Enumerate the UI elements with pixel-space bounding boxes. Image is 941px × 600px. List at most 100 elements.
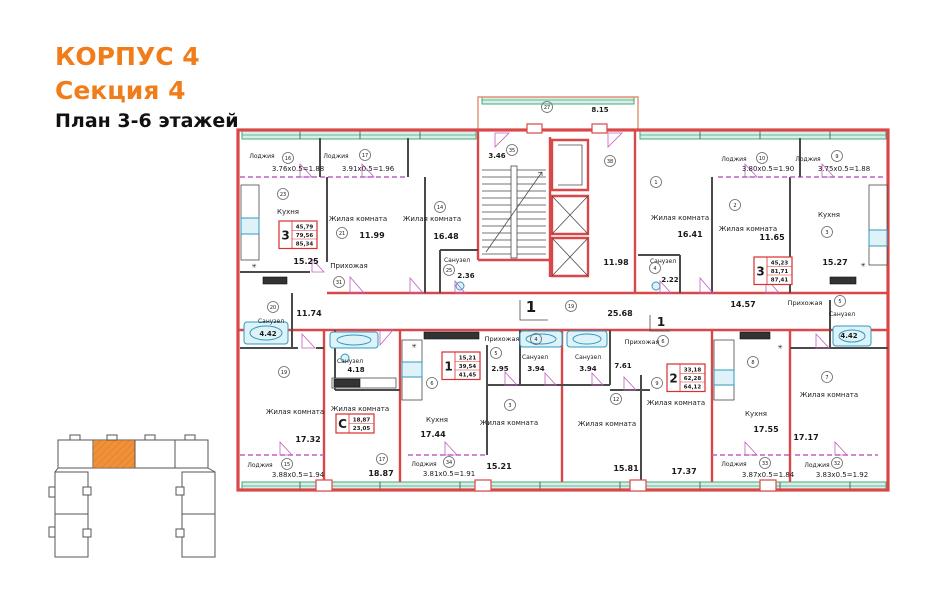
svg-text:9: 9 [835, 154, 838, 160]
plan-label: Кухня [745, 410, 767, 418]
svg-text:19: 19 [568, 304, 574, 310]
room-callout: 33 [759, 457, 771, 469]
title-block: КОРПУС 4 Секция 4 План 3-6 этажей [55, 40, 239, 135]
room-callout: 3 [821, 226, 833, 238]
room-callout: 17 [359, 149, 371, 161]
walls [236, 128, 890, 492]
plan-label: 3.94 [527, 365, 544, 373]
plan-label: Прихожая [788, 299, 823, 307]
room-callout: 27 [541, 101, 553, 113]
svg-text:10: 10 [759, 156, 765, 162]
plan-label: Лоджия [323, 153, 349, 160]
plan-label: ✳ [860, 262, 865, 269]
plan-label: Лоджия [795, 156, 821, 163]
plan-label: Кухня [818, 211, 840, 219]
plan-label: 17.55 [753, 425, 779, 434]
room-callout: 1 [650, 176, 662, 188]
svg-text:4: 4 [653, 266, 656, 272]
plan-label: 17.37 [671, 467, 696, 476]
svg-text:17: 17 [379, 457, 385, 463]
svg-text:14: 14 [437, 205, 443, 211]
room-callout: 23 [277, 188, 289, 200]
svg-text:6: 6 [430, 381, 433, 387]
apartment-rooms-count: 3 [756, 264, 764, 278]
fixtures [240, 184, 888, 401]
room-callout: 34 [443, 456, 455, 468]
plan-label: Лоджия [721, 461, 747, 468]
svg-text:8: 8 [751, 360, 754, 366]
plan-label: 3.81х0.5=1.91 [423, 470, 475, 478]
plan-label: Санузел [650, 258, 676, 265]
svg-text:1: 1 [654, 180, 657, 186]
plan-label: 3.46 [488, 152, 505, 160]
plan-label: 15.21 [486, 462, 512, 471]
apartment-rooms-count: С [338, 417, 347, 431]
apartment-rooms-count: 2 [669, 371, 677, 385]
room-callout: 38 [604, 155, 616, 167]
room-callout: 7 [821, 371, 833, 383]
svg-text:6: 6 [661, 339, 664, 345]
keyplan-highlight-section [93, 440, 135, 468]
apartment-area-value: 15,21 [459, 356, 477, 362]
svg-text:7: 7 [825, 375, 828, 381]
room-callout: 16 [282, 152, 294, 164]
plan-label: 18.87 [368, 469, 393, 478]
plan-label: Лоджия [721, 156, 747, 163]
apartment-area-value: 85,34 [296, 242, 314, 248]
plan-label: Санузел [337, 358, 363, 365]
plan-label: 15.25 [293, 257, 319, 266]
svg-text:9: 9 [655, 381, 658, 387]
plan-label: 3.87х0.5=1.84 [742, 471, 795, 479]
plan-label: Прихожая [625, 338, 660, 346]
apartment-area-value: 18,87 [353, 418, 371, 424]
apartment-area-value: 39,54 [459, 364, 477, 370]
svg-text:3: 3 [508, 403, 511, 409]
plan-label: 2.36 [457, 272, 474, 280]
plan-label: Лоджия [249, 153, 275, 160]
door-symbols [279, 132, 848, 456]
plan-label: Санузел [522, 354, 548, 361]
room-callout: 9 [651, 377, 663, 389]
plan-label: 11.98 [603, 258, 629, 267]
apartment-area-value: 81,71 [771, 269, 789, 275]
plan-label: Жилая комната [719, 225, 777, 233]
plan-label: 2.95 [491, 365, 508, 373]
room-callout: 9 [831, 150, 843, 162]
plan-label: 7.61 [614, 362, 631, 370]
plan-label: Прихожая [485, 335, 520, 343]
svg-text:21: 21 [339, 231, 345, 237]
plan-label: 17.44 [420, 430, 446, 439]
plan-label: 11.99 [359, 231, 385, 240]
plan-label: 1 [526, 298, 536, 316]
svg-text:34: 34 [446, 460, 452, 466]
room-callout: 31 [333, 276, 345, 288]
axis-markers [519, 300, 670, 332]
plan-label: ✳ [251, 263, 256, 270]
room-callout: 19 [565, 300, 577, 312]
svg-text:12: 12 [613, 397, 619, 403]
plan-label: 17.17 [793, 433, 818, 442]
floors-subtitle: План 3-6 этажей [55, 110, 239, 132]
apartment-rooms-count: 1 [444, 359, 452, 373]
room-callout: 17 [376, 453, 388, 465]
svg-text:5: 5 [838, 299, 841, 305]
plan-label: 3.91х0.5=1.96 [342, 165, 395, 173]
room-callout: 14 [434, 201, 446, 213]
plan-label: Кухня [277, 208, 299, 216]
svg-text:19: 19 [281, 370, 287, 376]
svg-text:31: 31 [336, 280, 342, 286]
apartment-area-value: 79,56 [296, 233, 314, 239]
room-callout: 19 [278, 366, 290, 378]
plan-label: 16.41 [677, 230, 703, 239]
apartment-area-value: 33,18 [684, 368, 702, 374]
plan-label: Кухня [426, 416, 448, 424]
svg-text:5: 5 [494, 351, 497, 357]
plan-label: Жилая комната [800, 391, 858, 399]
room-callout: 10 [756, 152, 768, 164]
plan-label: Санузел [829, 311, 855, 318]
